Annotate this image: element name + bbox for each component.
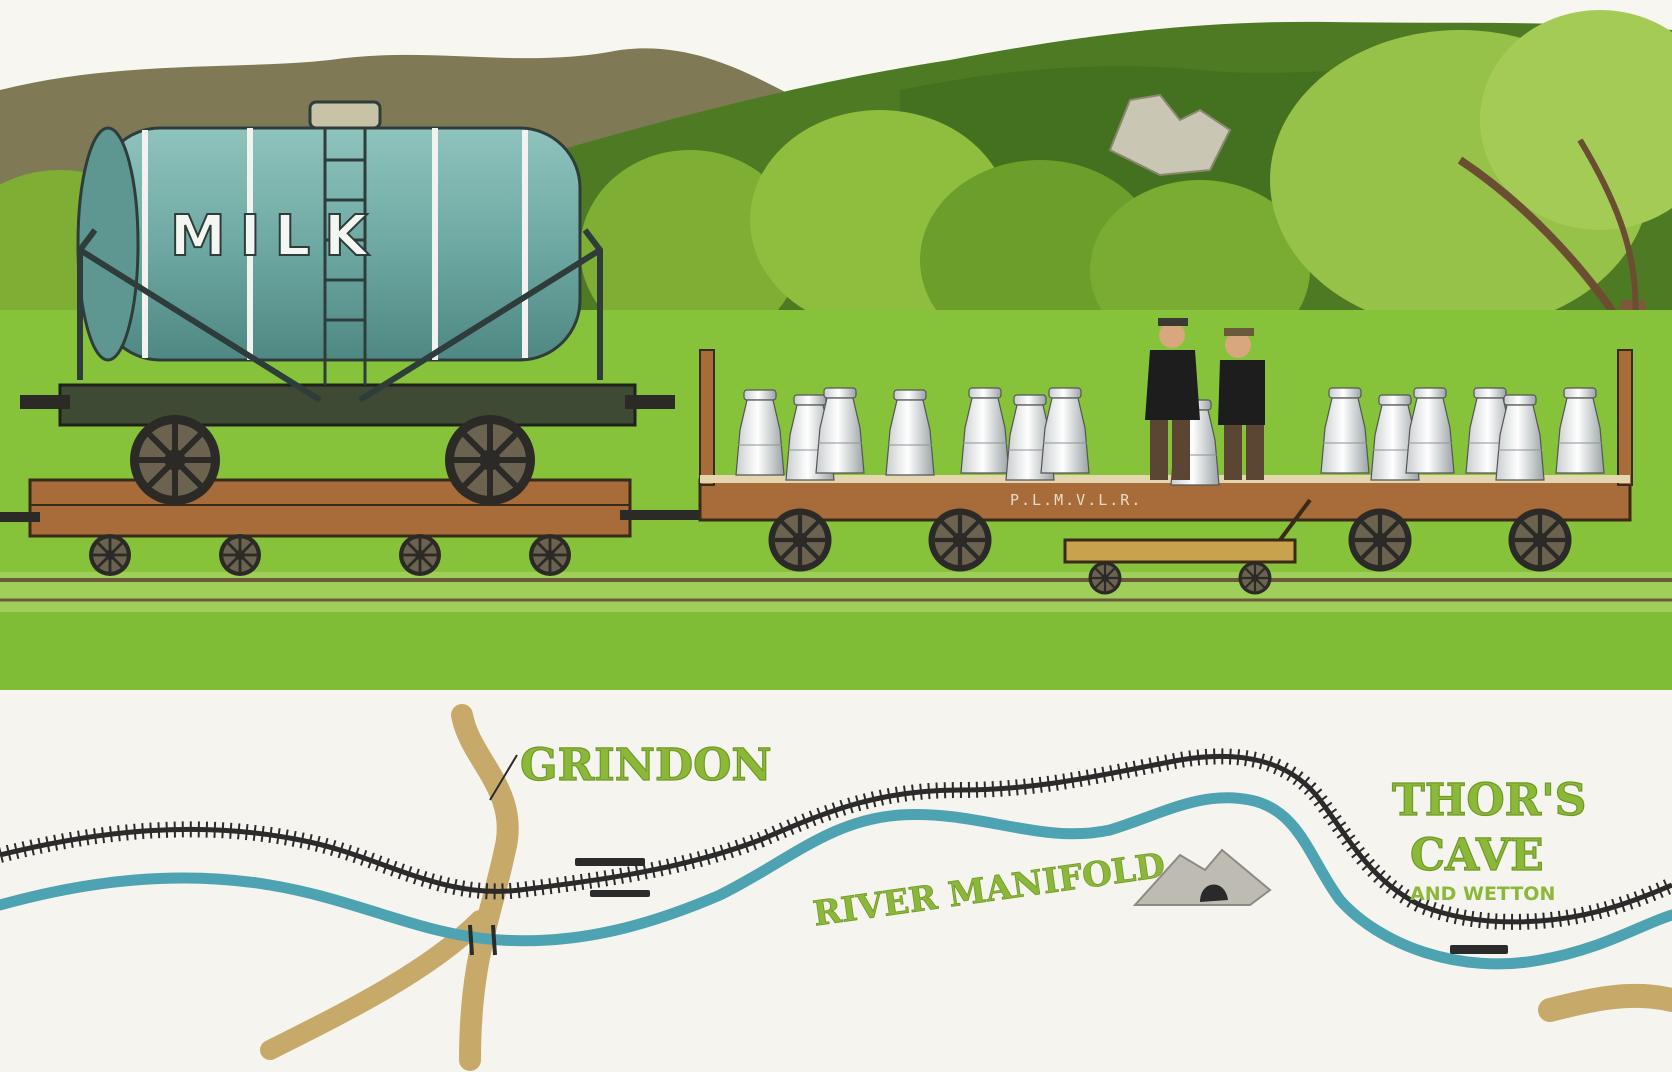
river-manifold — [0, 792, 1672, 970]
thors-cave-icon — [1132, 848, 1272, 906]
churn-wagon: P.L.M.V.L.R. — [698, 318, 1633, 572]
milk-tanker: MILK — [20, 100, 675, 505]
tanker-lettering: MILK — [170, 204, 382, 269]
place-sublabel-wetton: AND WETTON — [1410, 883, 1555, 905]
railway-workers — [1145, 318, 1265, 480]
tree-line — [0, 10, 1672, 360]
rock-outcrop — [1108, 93, 1232, 177]
lower-grass — [0, 612, 1672, 690]
place-label-cave: CAVE — [1410, 830, 1544, 881]
place-label-grindon: GRINDON — [520, 740, 772, 791]
place-label-thors: THOR'S — [1392, 775, 1586, 826]
wagon-lettering: P.L.M.V.L.R. — [1010, 491, 1142, 509]
station-platforms — [575, 858, 1508, 954]
bridge-marks — [468, 924, 497, 956]
platform-trolley — [1063, 498, 1312, 596]
grindon-pointer — [489, 754, 518, 801]
transporter-wagon — [0, 478, 700, 578]
tank-ladder — [323, 120, 367, 385]
railway-sleepers — [0, 748, 1672, 930]
